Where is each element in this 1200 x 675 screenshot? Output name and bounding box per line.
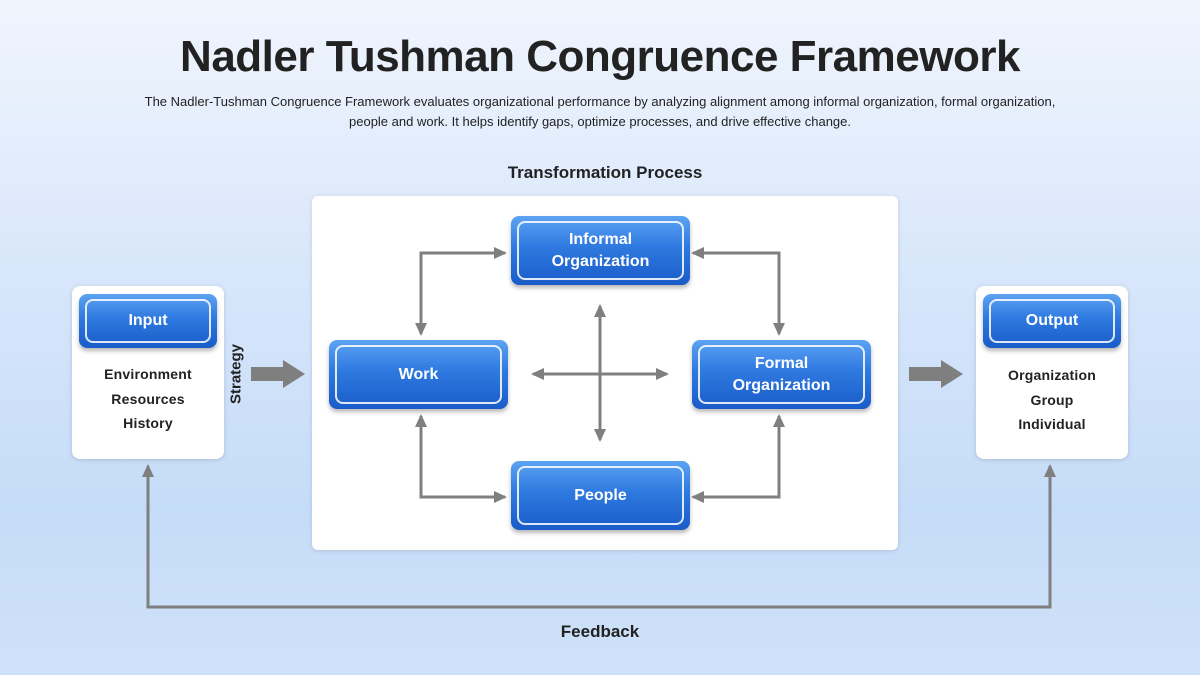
arrow-work-informal [415, 247, 507, 336]
output-item: Organization [1008, 367, 1096, 383]
formal-organization-node[interactable]: Formal Organization [692, 340, 871, 409]
input-card: Input Environment Resources History [72, 286, 224, 459]
input-node[interactable]: Input [79, 294, 217, 348]
subtitle-line-1: The Nadler-Tushman Congruence Framework … [144, 94, 1056, 109]
informal-organization-node[interactable]: Informal Organization [511, 216, 690, 285]
arrow-feedback [142, 464, 1056, 609]
arrow-work-people [415, 414, 507, 503]
arrow-process-to-output [909, 360, 963, 388]
input-item: Environment [104, 366, 192, 382]
people-label: People [574, 486, 627, 504]
work-label: Work [398, 365, 439, 383]
transformation-process-label: Transformation Process [507, 163, 703, 182]
output-item: Individual [1018, 416, 1086, 432]
arrow-formal-people [691, 414, 785, 503]
output-label: Output [1025, 312, 1079, 329]
output-items: Organization Group Individual [976, 363, 1128, 437]
page-title: Nadler Tushman Congruence Framework [180, 32, 1020, 81]
input-items: Environment Resources History [72, 362, 224, 436]
work-node[interactable]: Work [329, 340, 508, 409]
arrow-informal-formal [691, 247, 785, 336]
output-item: Group [1030, 391, 1074, 408]
arrow-input-to-process [251, 360, 305, 388]
input-label: Input [128, 312, 168, 329]
output-node[interactable]: Output [983, 294, 1121, 348]
feedback-label: Feedback [560, 622, 640, 641]
output-card: Output Organization Group Individual [976, 286, 1128, 459]
formal-organization-label: Formal Organization [732, 354, 831, 394]
subtitle-line-2: people and work. It helps identify gaps,… [349, 114, 851, 129]
informal-organization-label: Informal Organization [551, 230, 650, 270]
input-item: Resources [111, 390, 185, 407]
page-subtitle: The Nadler-Tushman Congruence Framework … [100, 92, 1100, 132]
input-item: History [123, 415, 173, 431]
people-node[interactable]: People [511, 461, 690, 530]
